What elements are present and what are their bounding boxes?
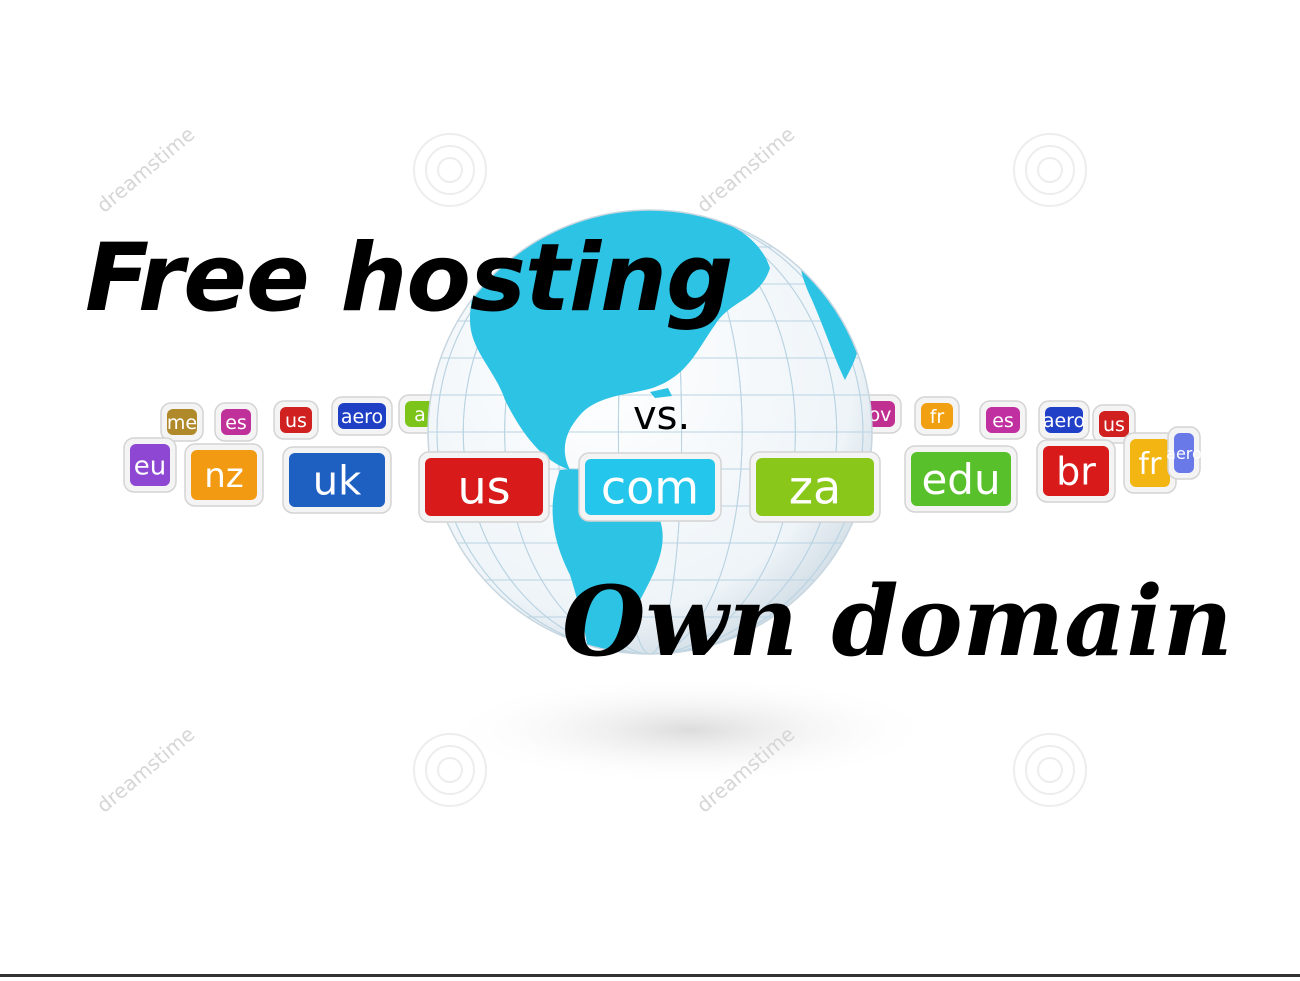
tile-label: aero — [1043, 410, 1085, 432]
back-tile-aero: aero — [331, 396, 393, 436]
front-tile-eu: eu — [123, 437, 177, 493]
tile-label: fr — [930, 406, 945, 428]
tile-label: aero — [1166, 444, 1202, 463]
tile-label: us — [1103, 414, 1125, 436]
tile-label: me — [167, 412, 197, 434]
back-tile-aero: aero — [1038, 400, 1090, 440]
headline-own-domain: Own domain — [562, 565, 1233, 678]
tile-label: br — [1056, 450, 1096, 494]
front-tile-com: com — [578, 452, 722, 522]
globe-icon — [427, 209, 873, 655]
front-tile-fr: fr — [1123, 432, 1177, 494]
watermark-swirl-icon — [413, 733, 487, 807]
back-tile-es: es — [979, 400, 1027, 440]
watermark-text: dreamstime — [692, 122, 799, 218]
front-tile-uk: uk — [282, 446, 392, 514]
front-tile-edu: edu — [904, 445, 1018, 513]
tile-label: nz — [204, 456, 243, 496]
back-tile-me: me — [160, 402, 204, 442]
tile-label: ov — [869, 404, 892, 426]
front-tile-us: us — [418, 451, 550, 523]
bottom-divider — [0, 974, 1300, 977]
globe-shadow — [440, 675, 940, 785]
tile-label: edu — [921, 455, 1000, 504]
tile-label: com — [601, 461, 699, 515]
caribbean-islands — [600, 372, 672, 398]
tile-label: a — [414, 404, 426, 426]
tile-label: aero — [341, 406, 383, 428]
tile-label: fr — [1139, 447, 1163, 482]
headline-free-hosting: Free hosting — [85, 224, 733, 333]
front-tile-nz: nz — [184, 443, 264, 507]
tile-label: eu — [134, 451, 166, 481]
watermark-swirl-icon — [413, 133, 487, 207]
front-tile-za: za — [749, 451, 881, 523]
watermark-text: dreamstime — [92, 722, 199, 818]
north-america-shape — [470, 210, 770, 470]
back-tile-fr: fr — [914, 396, 960, 436]
front-tile-br: br — [1036, 439, 1116, 503]
watermark-text: dreamstime — [92, 122, 199, 218]
tile-label: us — [457, 461, 510, 515]
headline-vs: vs. — [633, 393, 691, 439]
tile-label: es — [992, 410, 1014, 432]
front-tile-aero: aero — [1166, 426, 1202, 480]
tile-label: es — [225, 412, 247, 434]
tile-label: za — [789, 461, 841, 515]
back-tile-es: es — [214, 402, 258, 442]
back-tile-us: us — [1092, 404, 1136, 444]
tile-label: us — [285, 410, 307, 432]
watermark-swirl-icon — [1013, 733, 1087, 807]
watermark-swirl-icon — [1013, 133, 1087, 207]
tile-label: uk — [313, 458, 362, 504]
back-tile-us: us — [273, 400, 319, 440]
